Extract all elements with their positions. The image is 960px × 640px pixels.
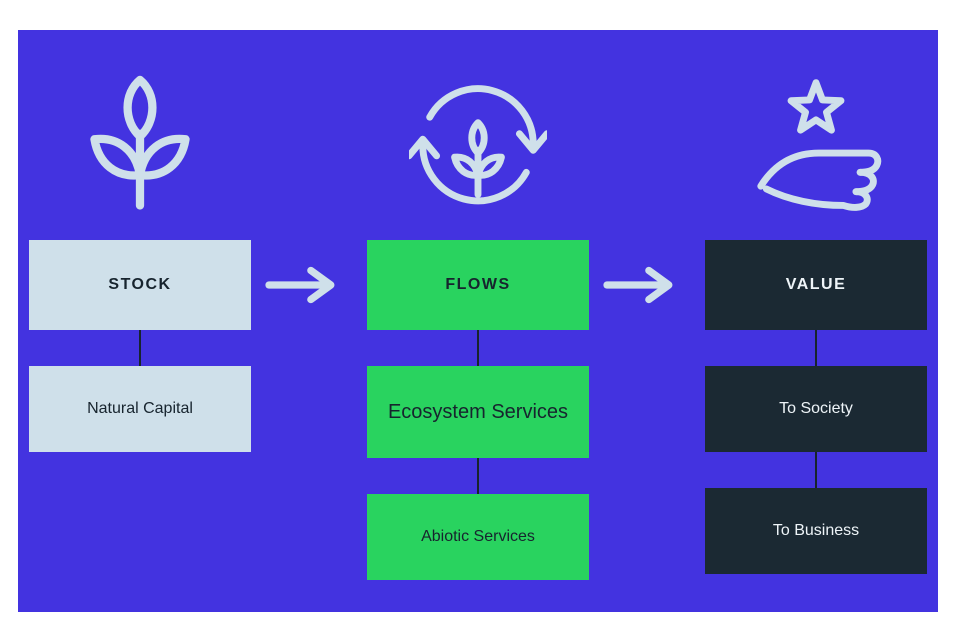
column-value: VALUE To Society To Business bbox=[705, 44, 927, 574]
value-header-box: VALUE bbox=[705, 240, 927, 330]
column-stock: STOCK Natural Capital bbox=[29, 44, 251, 452]
plant-icon bbox=[71, 44, 209, 240]
right-arrow-icon bbox=[265, 266, 335, 304]
to-business-box: To Business bbox=[705, 488, 927, 574]
flows-header-box: FLOWS bbox=[367, 240, 589, 330]
stock-header-box: STOCK bbox=[29, 240, 251, 330]
connector-line bbox=[139, 330, 141, 366]
ecosystem-services-box: Ecosystem Services bbox=[367, 366, 589, 458]
to-society-box: To Society bbox=[705, 366, 927, 452]
right-arrow-icon bbox=[603, 266, 673, 304]
connector-line bbox=[815, 452, 817, 488]
connector-line bbox=[477, 458, 479, 494]
arrow-flows-to-value bbox=[589, 265, 705, 305]
cycle-plant-icon bbox=[409, 44, 547, 240]
abiotic-services-box: Abiotic Services bbox=[367, 494, 589, 580]
diagram-panel: STOCK Natural Capital bbox=[18, 30, 938, 612]
hand-star-icon bbox=[747, 44, 885, 240]
connector-line bbox=[815, 330, 817, 366]
natural-capital-diagram: STOCK Natural Capital bbox=[18, 44, 938, 580]
natural-capital-box: Natural Capital bbox=[29, 366, 251, 452]
arrow-stock-to-flows bbox=[251, 265, 367, 305]
column-flows: FLOWS Ecosystem Services Abiotic Service… bbox=[367, 44, 589, 580]
connector-line bbox=[477, 330, 479, 366]
